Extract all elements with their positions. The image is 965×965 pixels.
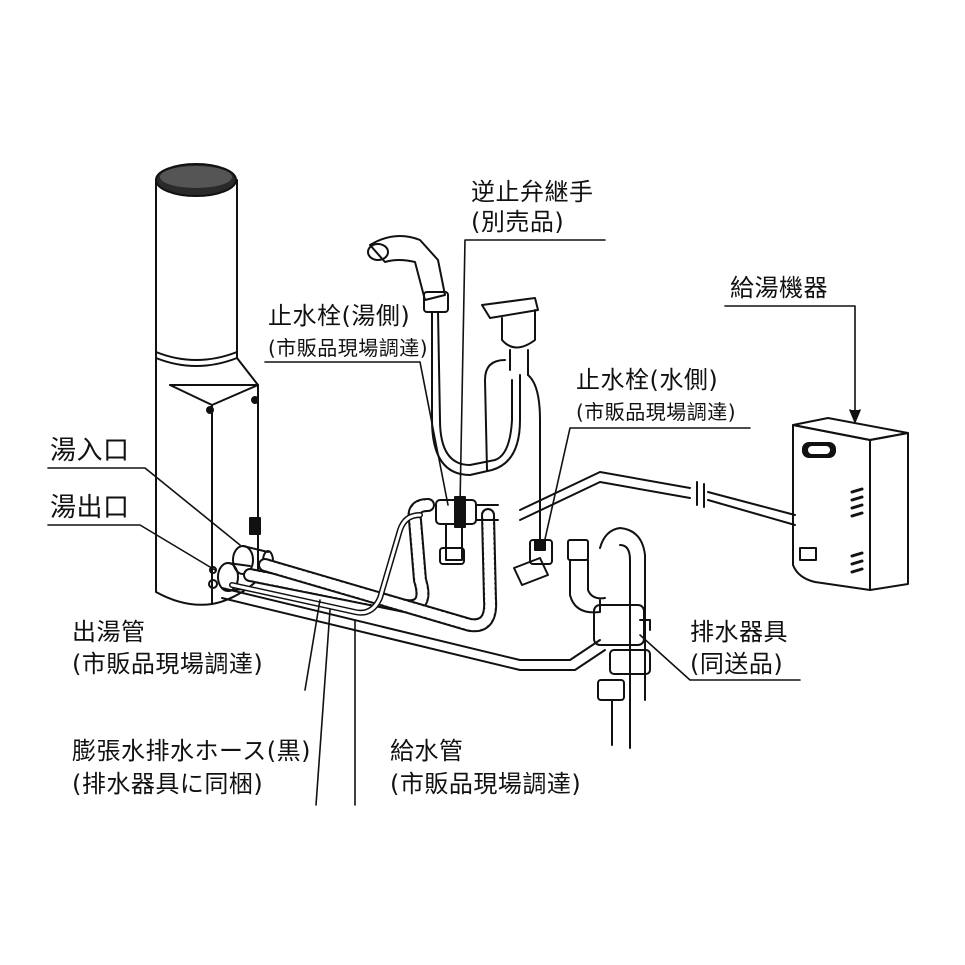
label-water-heater: 給湯機器 [730,274,828,302]
drain-fixture [567,527,651,749]
stop-valve-cold [513,519,553,586]
stop-valve-hot [435,496,499,565]
label-water-supply-pipe: 給水管 [390,737,464,765]
label-stop-valve-cold: 止水栓(水側) [576,366,719,394]
label-hot-water-pipe-note: (市販品現場調達) [72,650,264,678]
label-check-valve-joint-note: (別売品) [471,208,565,236]
label-stop-valve-cold-note: (市販品現場調達) [576,400,737,424]
leader-lines [47,239,861,806]
label-stop-valve-hot: 止水栓(湯側) [268,302,411,330]
electric-water-heater-tank [155,163,261,606]
shower-faucet [367,235,521,476]
label-drain-fixture-note: (同送品) [690,650,784,678]
label-check-valve-joint: 逆止弁継手 [471,178,594,206]
lever-faucet [481,297,541,546]
label-stop-valve-hot-note: (市販品現場調達) [268,336,429,360]
expansion-drain-hose [229,512,423,616]
label-expansion-drain-hose: 膨張水排水ホース(黒) [72,737,312,765]
label-drain-fixture: 排水器具 [690,618,788,646]
hot-water-pipe-corrugated [243,498,498,633]
label-hot-water-inlet: 湯入口 [50,436,130,466]
pipe-to-heater [519,471,796,526]
water-supply-pipe [221,587,606,671]
label-water-supply-pipe-note: (市販品現場調達) [390,770,582,798]
label-hot-water-outlet: 湯出口 [50,493,130,523]
label-hot-water-pipe: 出湯管 [72,618,146,646]
label-expansion-drain-hose-note: (排水器具に同梱) [72,770,264,798]
gas-water-heater [792,417,909,591]
